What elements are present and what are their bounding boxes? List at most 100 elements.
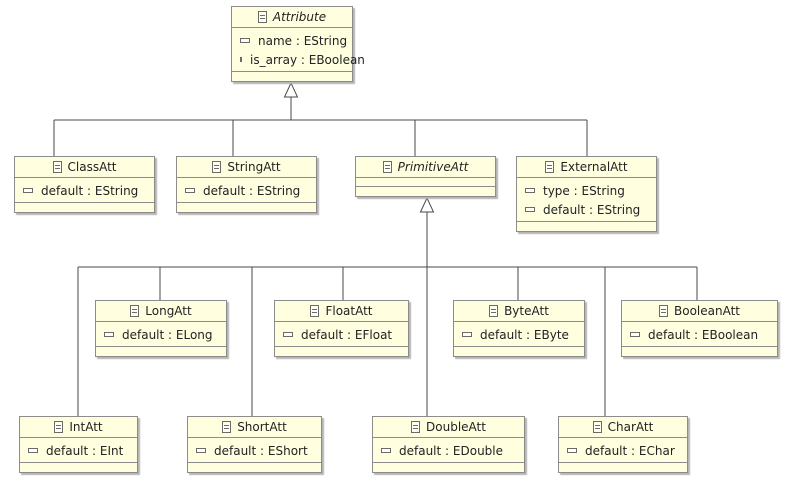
attribute-type: EInt (99, 443, 124, 458)
attribute-row[interactable]: default : EString (15, 181, 154, 200)
eclass-icon (659, 305, 668, 317)
attribute-compartment: default : EShort (188, 438, 321, 463)
class-longatt[interactable]: LongAtt default : ELong (95, 300, 227, 357)
attribute-row[interactable]: default : ELong (96, 325, 226, 344)
attribute-type-separator: : (245, 183, 257, 198)
class-header: BooleanAtt (622, 301, 777, 322)
operation-compartment (96, 347, 226, 356)
attribute-row[interactable]: default : EByte (454, 325, 584, 344)
eclass-icon (222, 421, 232, 433)
eclass-icon (54, 421, 64, 433)
attribute-type-separator: : (256, 443, 268, 458)
class-name: ShortAtt (237, 420, 287, 434)
class-charatt[interactable]: CharAtt default : EChar (558, 416, 688, 473)
operation-compartment (177, 203, 316, 212)
eclass-icon (130, 305, 140, 317)
class-primitiveatt[interactable]: PrimitiveAtt (355, 156, 496, 197)
attribute-type-separator: : (627, 443, 639, 458)
operation-compartment (20, 463, 137, 472)
class-header: LongAtt (96, 301, 226, 322)
attribute-compartment: default : EString (177, 178, 316, 203)
attribute-type: EBoolean (701, 327, 759, 342)
eclass-icon (382, 161, 392, 173)
attribute-type-separator: : (585, 202, 597, 217)
attribute-compartment (356, 178, 495, 187)
attribute-compartment: default : EChar (559, 438, 687, 463)
attribute-name: default (480, 327, 523, 342)
eattribute-icon (28, 448, 38, 453)
attribute-type: EString (581, 183, 625, 198)
class-shortatt[interactable]: ShortAtt default : EShort (187, 416, 322, 473)
eclass-icon (545, 161, 555, 173)
eattribute-icon (462, 332, 472, 337)
attribute-name: default (41, 183, 84, 198)
class-header: ShortAtt (188, 417, 321, 438)
attribute-row[interactable]: name : EString (232, 31, 352, 50)
class-doubleatt[interactable]: DoubleAtt default : EDouble (372, 416, 525, 473)
class-header: ExternalAtt (517, 157, 656, 178)
attribute-compartment: default : EBoolean (622, 322, 777, 347)
attribute-type: EShort (267, 443, 308, 458)
eclass-icon (411, 421, 421, 433)
operation-compartment (517, 222, 656, 231)
class-name: Attribute (272, 10, 327, 24)
class-header: CharAtt (559, 417, 687, 438)
generalization-arrowhead (419, 196, 435, 213)
attribute-type: EString (303, 33, 348, 48)
attribute-name: default (214, 443, 257, 458)
class-name: FloatAtt (325, 304, 373, 318)
attribute-row[interactable]: is_array : EBoolean (232, 50, 365, 69)
attribute-type: EFloat (354, 327, 393, 342)
eattribute-icon (196, 448, 206, 453)
attribute-row[interactable]: default : EInt (20, 441, 137, 460)
class-name: CharAtt (607, 420, 654, 434)
class-floatatt[interactable]: FloatAtt default : EFloat (274, 300, 409, 357)
class-name: DoubleAtt (426, 420, 486, 434)
class-name: ByteAtt (504, 304, 549, 318)
class-header: Attribute (232, 7, 352, 28)
class-booleanatt[interactable]: BooleanAtt default : EBoolean (621, 300, 778, 357)
attribute-name: name (258, 33, 293, 48)
attribute-type-separator: : (292, 33, 304, 48)
class-byteatt[interactable]: ByteAtt default : EByte (453, 300, 585, 357)
eclass-icon (489, 305, 499, 317)
eclass-icon (52, 161, 62, 173)
operation-compartment (559, 463, 687, 472)
attribute-name: default (648, 327, 691, 342)
operation-compartment (188, 463, 321, 472)
attribute-row[interactable]: default : EChar (559, 441, 687, 460)
operation-compartment (275, 347, 408, 356)
attribute-row[interactable]: default : EFloat (275, 325, 408, 344)
attribute-row[interactable]: default : EDouble (373, 441, 524, 460)
attribute-name: default (585, 443, 628, 458)
attribute-row[interactable]: type : EString (517, 181, 656, 200)
operation-compartment (622, 347, 777, 356)
class-name: LongAtt (145, 304, 192, 318)
attribute-type: EString (596, 202, 641, 217)
class-name: ExternalAtt (560, 160, 628, 174)
attribute-type-separator: : (569, 183, 582, 198)
generalization-arrowhead (283, 81, 299, 98)
attribute-row[interactable]: default : EString (517, 200, 656, 219)
attribute-row[interactable]: default : EString (177, 181, 316, 200)
operation-compartment (15, 203, 154, 212)
eattribute-icon (381, 448, 391, 453)
attribute-row[interactable]: default : EBoolean (622, 325, 777, 344)
attribute-row[interactable]: default : EShort (188, 441, 321, 460)
attribute-type-separator: : (441, 443, 453, 458)
eclass-icon (212, 161, 222, 173)
attribute-type-separator: : (88, 443, 100, 458)
attribute-type-separator: : (522, 327, 534, 342)
attribute-compartment: default : EDouble (373, 438, 524, 463)
class-header: DoubleAtt (373, 417, 524, 438)
attribute-name: default (122, 327, 165, 342)
attribute-type-separator: : (164, 327, 176, 342)
attribute-type-separator: : (343, 327, 355, 342)
attribute-compartment: default : ELong (96, 322, 226, 347)
attribute-name: default (46, 443, 89, 458)
